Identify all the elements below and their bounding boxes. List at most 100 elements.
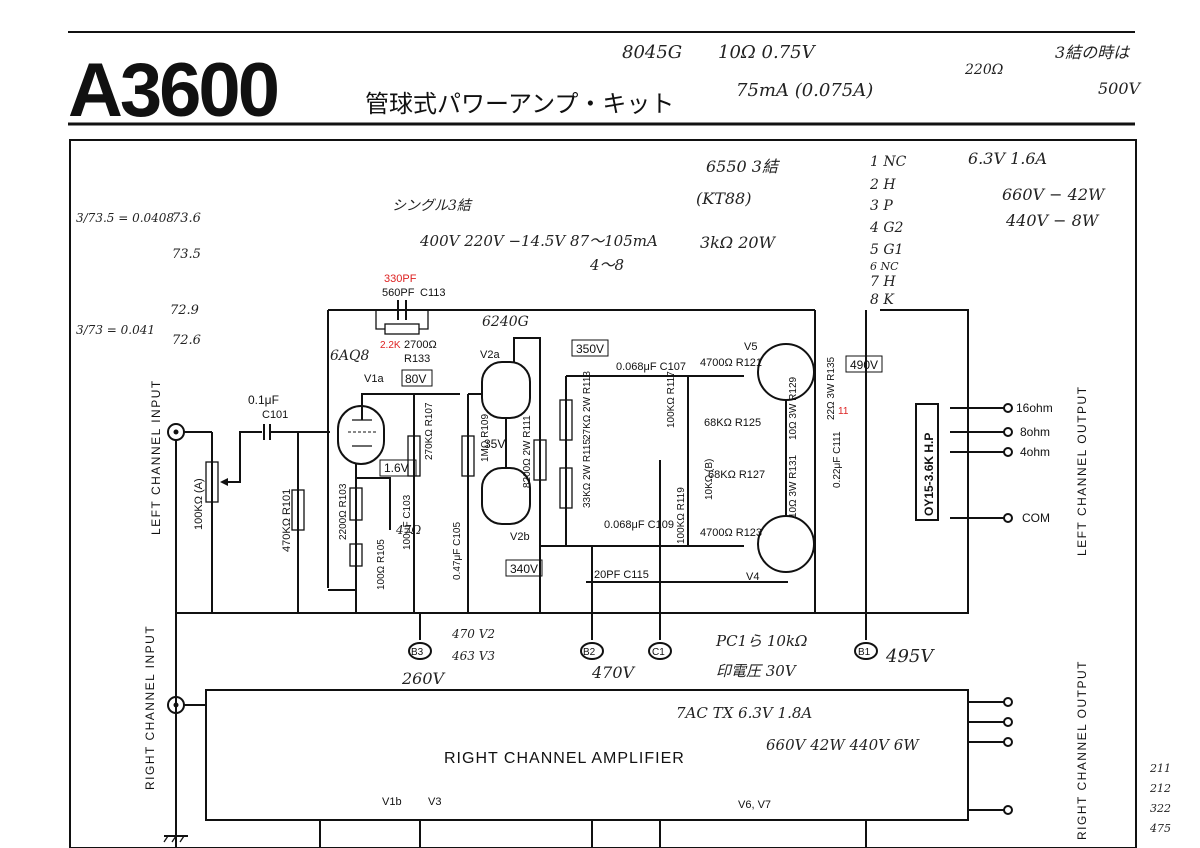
kit-subtitle: 管球式パワーアンプ・キット bbox=[365, 91, 674, 118]
right-terminal-3[interactable] bbox=[1003, 737, 1013, 747]
terminal-b2[interactable] bbox=[580, 642, 604, 660]
right-amp-label: RIGHT CHANNEL AMPLIFIER bbox=[444, 750, 685, 767]
r109-label: 1MΩ R109 bbox=[480, 414, 491, 462]
v67-label: V6, V7 bbox=[738, 799, 771, 811]
v2-plate-wire bbox=[513, 337, 541, 613]
c113-new: 330PF bbox=[384, 273, 417, 285]
c101-ref: C101 bbox=[262, 409, 288, 421]
v2b-label: V2b bbox=[510, 531, 530, 543]
volt-1-6: 1.6V bbox=[384, 461, 409, 475]
right-terminal-4[interactable] bbox=[1003, 805, 1013, 815]
c115-label: 20PF C115 bbox=[594, 569, 649, 581]
c1-label: C1 bbox=[652, 647, 665, 658]
note-3ketsu: 3結の時は bbox=[1055, 43, 1131, 62]
volume-pot[interactable] bbox=[205, 461, 219, 503]
note-power2: 440V − 8W bbox=[1005, 211, 1100, 230]
pin-5: 5 G1 bbox=[870, 242, 903, 258]
note-power1: 660V − 42W bbox=[1002, 185, 1106, 204]
main-frame bbox=[69, 139, 1137, 848]
right-input-label: RIGHT CHANNEL INPUT bbox=[143, 625, 157, 790]
b1-label: B1 bbox=[858, 647, 871, 658]
note-6240g: 6240G bbox=[482, 314, 529, 330]
r133-value: 2700Ω bbox=[404, 339, 437, 351]
note-8045g: 8045G bbox=[622, 42, 682, 63]
right-terminal-2[interactable] bbox=[1003, 717, 1013, 727]
note-729: 72.9 bbox=[170, 303, 199, 318]
terminal-com[interactable] bbox=[1003, 513, 1013, 523]
note-kt88: (KT88) bbox=[696, 189, 751, 208]
note-735: 73.5 bbox=[172, 247, 201, 262]
note-txw: 660V 42W 440V 6W bbox=[766, 736, 920, 754]
terminal-b3[interactable] bbox=[408, 642, 432, 660]
c109-label: 0.068μF C109 bbox=[604, 519, 674, 531]
v1a-label: V1a bbox=[364, 373, 384, 385]
volt-340: 340V bbox=[510, 562, 538, 576]
terminal-b1[interactable] bbox=[854, 642, 878, 660]
r131-label: 10Ω 3W R131 bbox=[788, 455, 799, 519]
note-6550: 6550 3結 bbox=[706, 157, 781, 176]
r129-label: 10Ω 3W R129 bbox=[788, 377, 799, 441]
r115-resistor bbox=[559, 467, 573, 509]
note-726: 72.6 bbox=[172, 333, 201, 348]
margin-322: 322 bbox=[1150, 802, 1171, 815]
c105-label: 0.47μF C105 bbox=[452, 522, 463, 580]
pin-1: 1 NC bbox=[870, 154, 907, 170]
terminal-c1[interactable] bbox=[648, 642, 672, 660]
ground-symbol bbox=[163, 835, 188, 843]
terminal-4ohm[interactable] bbox=[1003, 447, 1013, 457]
terminal-8ohm[interactable] bbox=[1003, 427, 1013, 437]
transformer-label: OY15-3.6K H.P bbox=[922, 433, 936, 516]
r115-label: 33KΩ 2W R115 bbox=[582, 439, 593, 508]
pin-2: 2 H bbox=[869, 177, 896, 193]
c107-label: 0.068μF C107 bbox=[616, 361, 686, 373]
note-v3: 463 V3 bbox=[451, 649, 495, 663]
note-spec: 400V 220V −14.5V 87〜105mA bbox=[419, 232, 658, 250]
note-ohm: 10Ω 0.75V bbox=[718, 42, 817, 63]
tube-v2a bbox=[481, 361, 531, 419]
right-terminal-1[interactable] bbox=[1003, 697, 1013, 707]
margin-212: 212 bbox=[1149, 782, 1171, 795]
tube-v5 bbox=[757, 343, 815, 401]
r135-new: 11 bbox=[838, 406, 849, 417]
v5-label: V5 bbox=[744, 341, 757, 353]
pot-label: 100KΩ (A) bbox=[193, 478, 205, 530]
ground-hatch-1 bbox=[163, 835, 169, 843]
r133-ref: R133 bbox=[404, 353, 430, 365]
c103-wire bbox=[356, 477, 391, 530]
note-v2: 470 V2 bbox=[451, 627, 495, 641]
r101-label: 470KΩ R101 bbox=[281, 489, 293, 552]
r133-resistor bbox=[384, 323, 420, 335]
model-title: A3600 bbox=[68, 48, 278, 133]
volt-340-box bbox=[505, 559, 543, 577]
c113-ref: C113 bbox=[420, 287, 445, 299]
r123-label: 4700Ω R123 bbox=[700, 527, 762, 539]
pin-3: 3 P bbox=[870, 198, 893, 214]
c113-value: 560PF bbox=[382, 287, 415, 299]
note-load: 3kΩ 20W bbox=[700, 233, 777, 252]
c103-label: 100μF C103 bbox=[402, 494, 413, 550]
r107-resistor bbox=[407, 435, 421, 477]
pin-8: 8 K bbox=[870, 292, 895, 308]
terminal-16ohm[interactable] bbox=[1003, 403, 1013, 413]
left-output-label: LEFT CHANNEL OUTPUT bbox=[1075, 385, 1089, 556]
r119-label: 100KΩ R119 bbox=[676, 487, 687, 544]
note-single: シングル3結 bbox=[392, 198, 473, 214]
r113-label: 27KΩ 2W R113 bbox=[582, 371, 593, 440]
r133-wire-b bbox=[419, 310, 429, 330]
pin-4: 4 G2 bbox=[869, 220, 904, 236]
note-current: 75mA (0.075A) bbox=[736, 80, 873, 101]
note-r105: 47Ω bbox=[395, 523, 421, 537]
v2a-label: V2a bbox=[480, 349, 500, 361]
r133-new: 2.2K bbox=[380, 340, 401, 351]
out-8-label: 8ohm bbox=[1020, 425, 1050, 439]
r117-label: 100KΩ R117 bbox=[666, 371, 677, 428]
margin-211: 211 bbox=[1149, 762, 1171, 775]
ground-hatch-3 bbox=[179, 835, 185, 843]
c101-value: 0.1μF bbox=[248, 393, 279, 407]
r111-resistor bbox=[533, 439, 547, 481]
right-channel-amplifier bbox=[205, 689, 969, 821]
margin-475: 475 bbox=[1149, 822, 1171, 835]
left-input-jack-center bbox=[173, 429, 179, 435]
r135-label: 22Ω 3W R135 bbox=[826, 357, 837, 421]
